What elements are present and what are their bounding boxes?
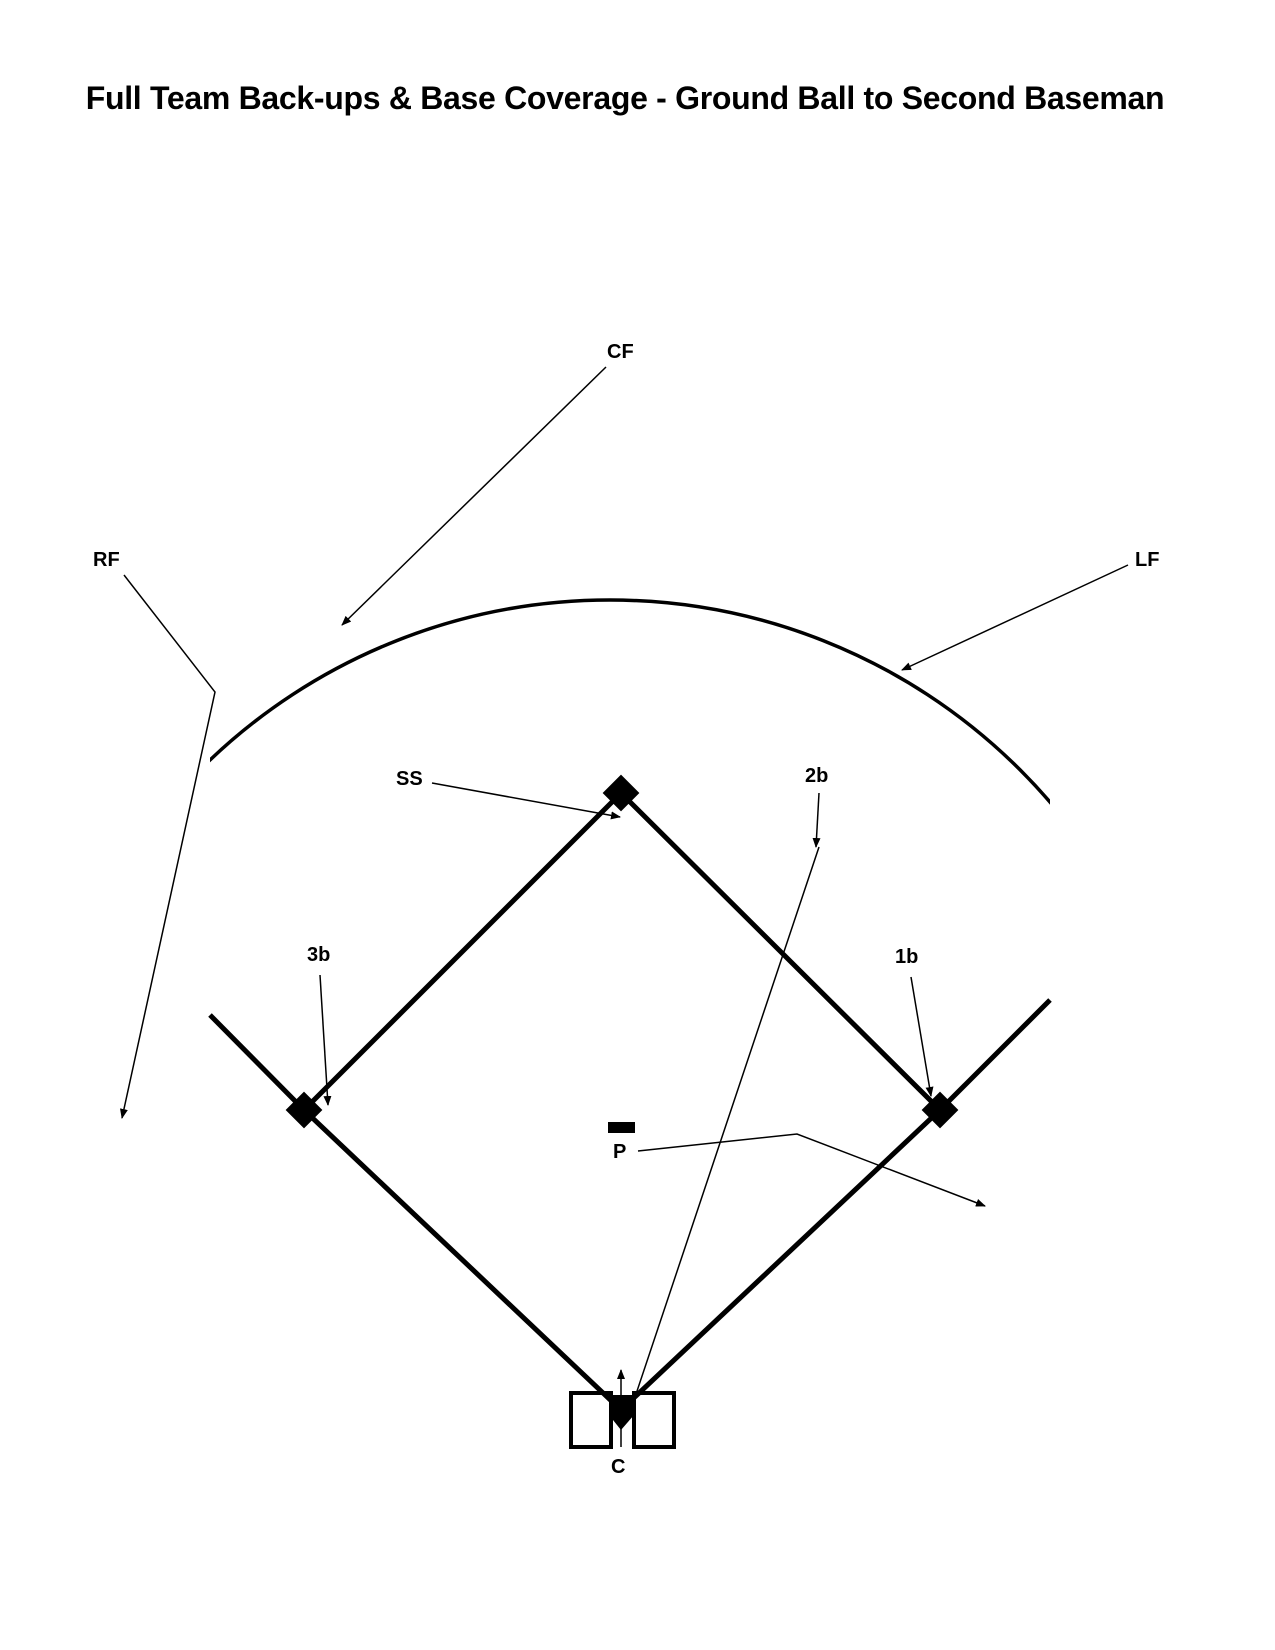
pitcher-movement-arrow <box>637 1133 986 1207</box>
label-pitcher: P <box>613 1141 626 1163</box>
label-third-baseman: 3b <box>307 944 330 966</box>
rf-movement-arrow <box>120 574 216 1119</box>
cf-movement-arrow <box>341 366 607 626</box>
second-base <box>602 774 640 812</box>
first-base <box>921 1091 959 1129</box>
label-left-field: LF <box>1135 549 1159 571</box>
third-baseman-arrow <box>319 974 332 1106</box>
infield-diamond <box>300 789 944 1414</box>
pitchers-rubber <box>608 1122 635 1133</box>
ball-path-line <box>629 846 820 1413</box>
first-base-foul-line <box>938 998 1052 1112</box>
right-batters-box <box>632 1391 676 1449</box>
first-baseman-arrow <box>910 976 934 1097</box>
third-base-foul-line <box>208 1013 306 1112</box>
label-first-baseman: 1b <box>895 946 918 968</box>
outfield-fence-arc <box>210 598 1050 805</box>
label-catcher: C <box>611 1456 625 1478</box>
label-right-field: RF <box>93 549 120 571</box>
lf-movement-arrow <box>901 564 1129 671</box>
left-batters-box <box>569 1391 613 1449</box>
label-shortstop: SS <box>396 768 423 790</box>
label-center-field: CF <box>607 341 634 363</box>
third-base <box>285 1091 323 1129</box>
label-second-baseman: 2b <box>805 765 828 787</box>
second-baseman-arrow <box>812 792 821 848</box>
page-title: Full Team Back-ups & Base Coverage - Gro… <box>85 80 1165 116</box>
ss-movement-arrow <box>431 782 621 820</box>
